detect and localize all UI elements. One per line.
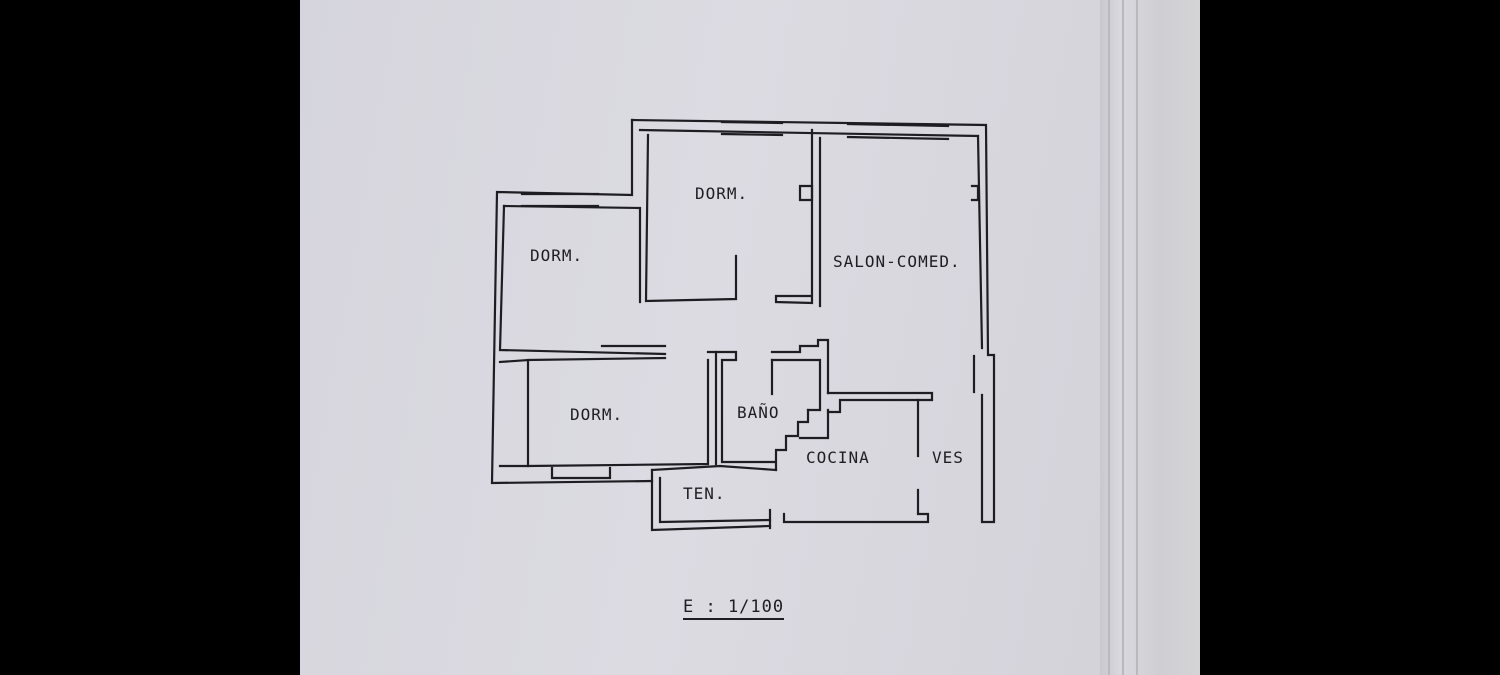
room-label-tendedero: TEN. [683,484,726,503]
scale-label: E : 1/100 [683,597,785,620]
page-edge [1100,0,1200,675]
room-label-ves: VES [932,448,964,467]
room-label-dorm-top: DORM. [695,184,749,203]
room-label-cocina: COCINA [806,448,870,467]
paper-photo [300,0,1200,675]
room-label-dorm-left: DORM. [530,246,584,265]
room-label-bano: BAÑO [737,403,780,422]
room-label-dorm-bottom: DORM. [570,405,624,424]
room-label-salon-comedor: SALON-COMED. [833,252,961,271]
outer-wall-top [630,118,996,524]
